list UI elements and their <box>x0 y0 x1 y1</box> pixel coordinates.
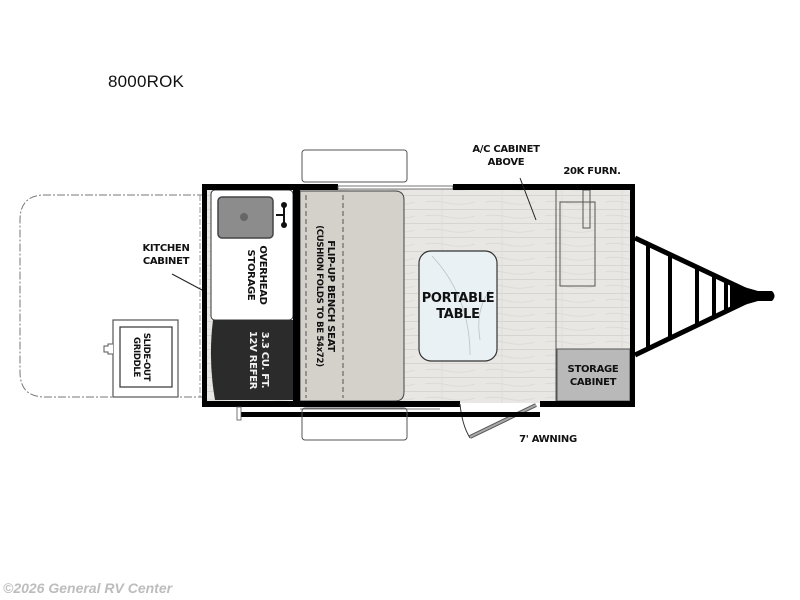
outdoor-kitchen-area <box>19 194 205 398</box>
kitchen-cabinet-label-2: CABINET <box>143 256 190 267</box>
storage-cabinet-label-2: CABINET <box>570 377 617 388</box>
ac-cabinet-label-1: A/C CABINET <box>472 144 540 155</box>
bench-seat-note: (CUSHION FOLDS TO BE 54x72) <box>314 225 324 367</box>
model-title: 8000ROK <box>108 72 185 91</box>
trailer-walls <box>202 184 635 407</box>
entry-door <box>459 403 537 439</box>
ac-cabinet-callout: A/C CABINET ABOVE <box>472 144 540 221</box>
griddle-label-2: GRIDDLE <box>131 337 141 377</box>
kitchen-cabinet-label-1: KITCHEN <box>142 243 189 254</box>
storage-cabinet: STORAGE CABINET <box>556 348 631 402</box>
kitchen-counter: OVERHEAD STORAGE <box>210 189 294 321</box>
slide-out-griddle: SLIDE-OUT GRIDDLE <box>103 319 179 398</box>
overhead-storage-label-2: STORAGE <box>245 250 256 301</box>
awning-rail <box>236 406 540 421</box>
flip-up-bench-seat: FLIP-UP BENCH SEAT (CUSHION FOLDS TO BE … <box>299 190 405 402</box>
copyright-watermark: ©2026 General RV Center <box>3 580 173 596</box>
wheel-well-bottom <box>301 407 408 441</box>
storage-cabinet-label-1: STORAGE <box>568 364 619 375</box>
furnace-column <box>555 187 596 403</box>
refer-label-2: 12V REFER <box>247 331 258 390</box>
wheel-well-top <box>301 149 408 183</box>
portable-table-label-1: PORTABLE <box>422 291 495 306</box>
ac-cabinet-label-2: ABOVE <box>488 157 525 168</box>
awning-label: 7' AWNING <box>519 434 577 445</box>
portable-table-label-2: TABLE <box>436 307 480 322</box>
bench-seat-label: FLIP-UP BENCH SEAT <box>325 240 336 352</box>
refrigerator: 3.3 CU. FT. 12V REFER <box>210 320 293 400</box>
portable-table: PORTABLE TABLE <box>418 250 498 362</box>
overhead-storage-label-1: OVERHEAD <box>257 245 268 304</box>
hitch-tongue <box>633 235 775 358</box>
refer-label-1: 3.3 CU. FT. <box>259 332 270 389</box>
furnace-label: 20K FURN. <box>563 166 620 177</box>
griddle-label-1: SLIDE-OUT <box>141 333 151 382</box>
